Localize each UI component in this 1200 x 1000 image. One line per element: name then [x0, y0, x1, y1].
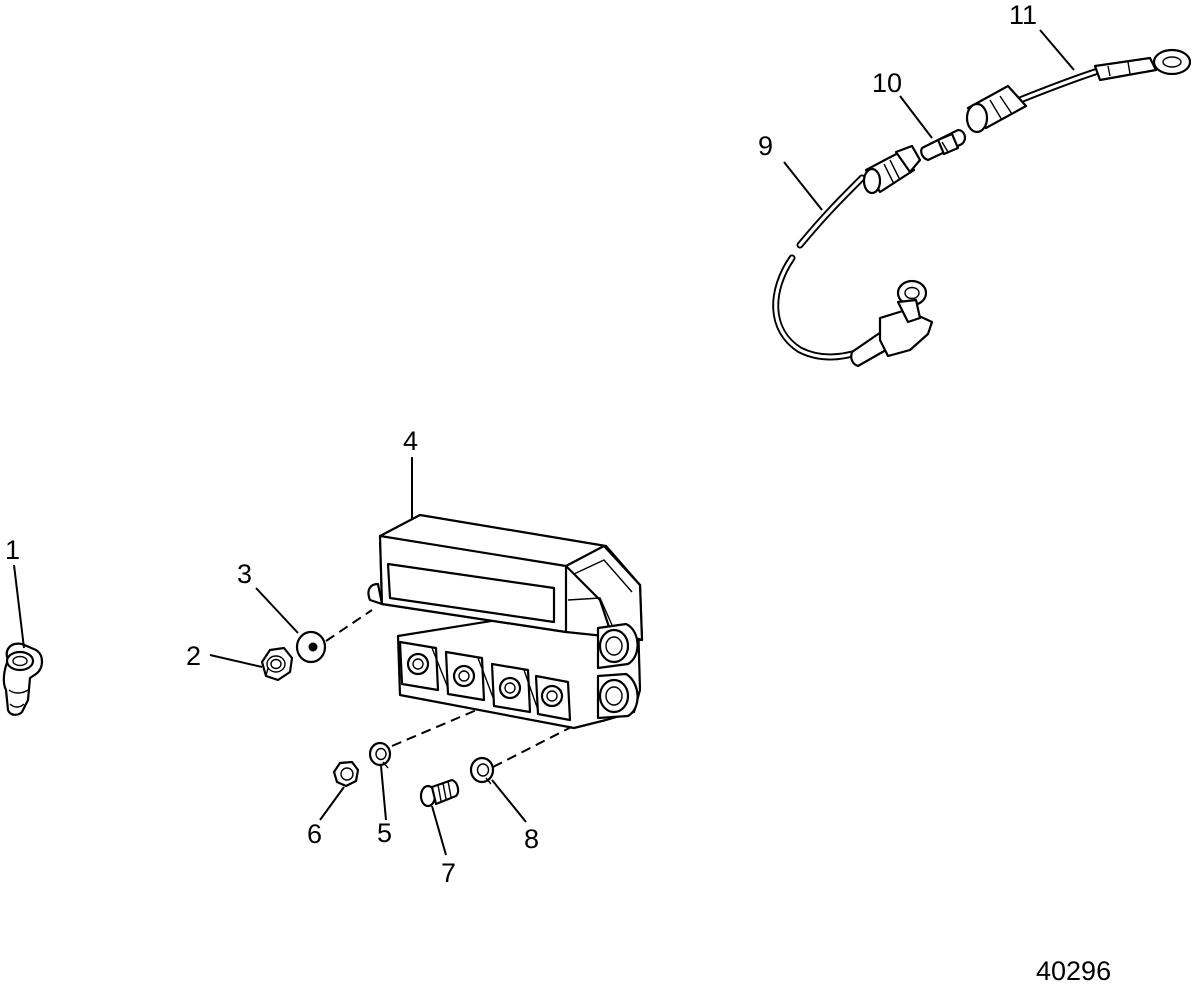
callout-5: 5	[377, 818, 392, 848]
callout-10: 10	[872, 68, 902, 98]
callout-2: 2	[186, 641, 201, 671]
part-11-ring-cable	[965, 48, 1192, 134]
part-5-lock-washer	[368, 741, 392, 769]
leader-lines	[13, 29, 1075, 856]
assembly-lines	[325, 609, 596, 768]
part-2-nut	[260, 646, 294, 682]
callout-8: 8	[524, 824, 539, 854]
part-7-screw	[419, 778, 460, 808]
part-10-fuse	[920, 128, 967, 162]
callout-9: 9	[758, 131, 773, 161]
callout-11: 11	[1009, 0, 1037, 30]
part-9-fuse-cable	[772, 144, 934, 368]
callout-6: 6	[307, 819, 322, 849]
callout-3: 3	[237, 559, 252, 589]
callout-7: 7	[441, 858, 456, 888]
callout-1: 1	[5, 535, 20, 565]
mounting-eyelets	[596, 622, 639, 720]
callout-4: 4	[403, 426, 418, 456]
part-3-washer	[295, 630, 327, 664]
terminal-row	[398, 640, 572, 722]
part-8-lock-washer	[469, 756, 495, 785]
part-6-nut	[332, 760, 360, 788]
part-1-elbow-fitting	[2, 642, 44, 716]
callouts: 1 2 3 4 5 6 7 8 9 10 11	[5, 0, 1037, 888]
part-4-module	[367, 513, 644, 730]
drawing-number: 40296	[1036, 956, 1111, 986]
